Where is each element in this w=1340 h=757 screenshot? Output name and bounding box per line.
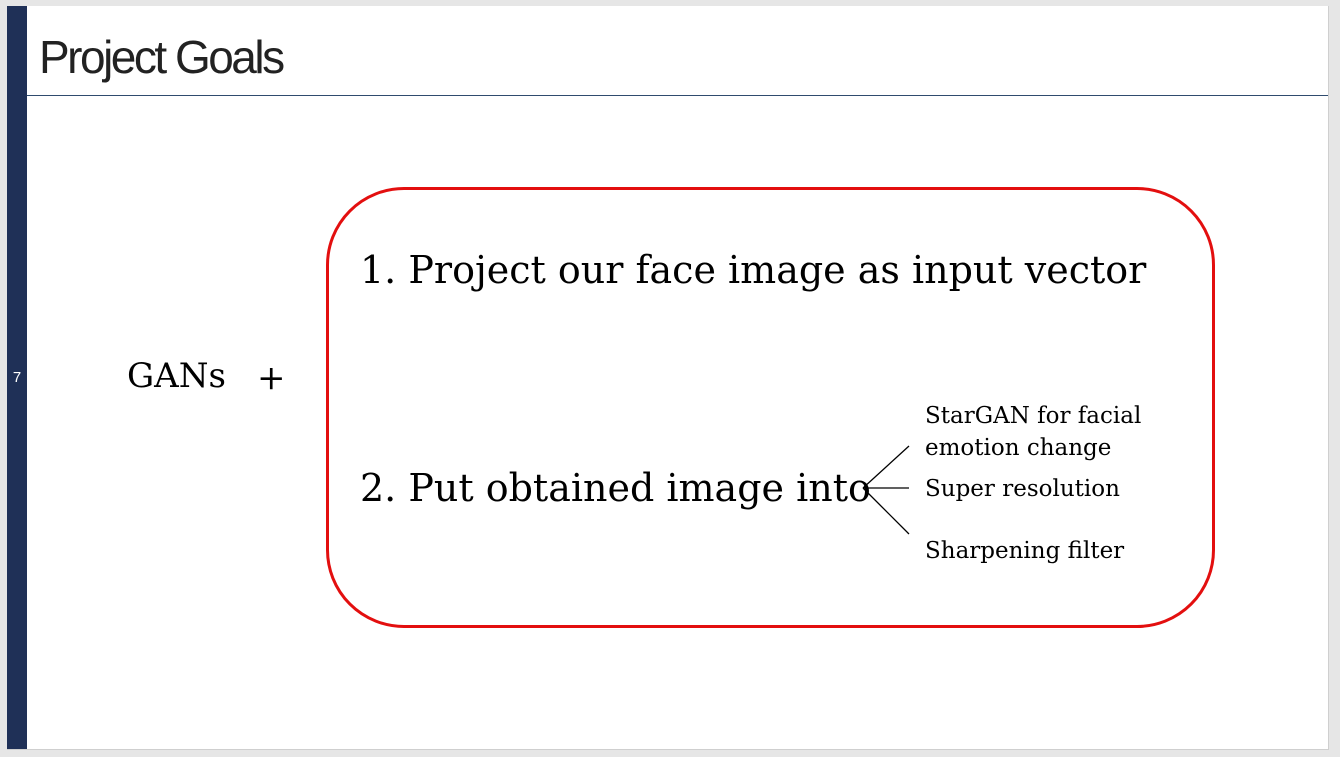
goal-2-text: 2. Put obtained image into <box>360 466 871 510</box>
slide-number: 7 <box>12 369 22 386</box>
slide: 7 Project Goals GANs + 1. Project our fa… <box>7 6 1329 750</box>
branch-lines <box>862 445 910 535</box>
plus-sign: + <box>257 358 286 398</box>
goals-box <box>326 187 1215 628</box>
option-sharpening-filter: Sharpening filter <box>925 538 1125 564</box>
slide-title: Project Goals <box>39 31 285 83</box>
option-super-resolution: Super resolution <box>925 476 1120 502</box>
title-divider <box>27 95 1328 96</box>
goal-1-text: 1. Project our face image as input vecto… <box>360 248 1147 292</box>
branch-line-bottom <box>862 487 910 535</box>
option-stargan: StarGAN for facial emotion change <box>925 403 1142 461</box>
slide-side-bar <box>7 6 27 749</box>
branch-line-top <box>862 445 910 489</box>
gans-label: GANs <box>127 356 226 396</box>
